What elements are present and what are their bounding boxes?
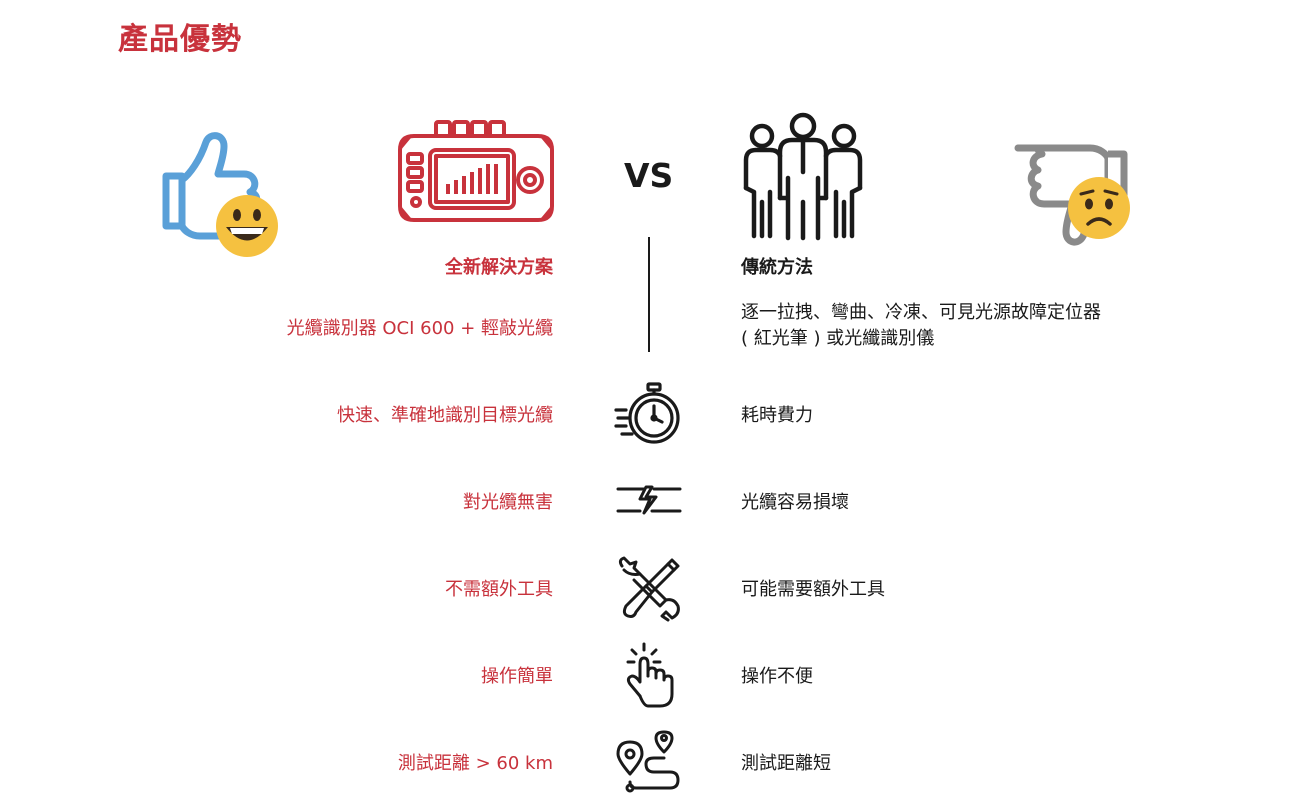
row-new-text-3: 不需額外工具 [445,579,553,600]
new-solution-heading: 全新解決方案 [445,257,553,278]
row-new-text-2: 對光纜無害 [463,492,553,513]
tap-icon [626,642,674,708]
row-new-text-5: 測試距離 > 60 km [397,753,553,774]
row-old-text-3: 可能需要額外工具 [741,579,885,600]
cable-break-icon [616,485,682,515]
new-solution-product: 光纜識別器 OCI 600 + 輕敲光纜 [286,318,553,339]
device-icon [398,120,554,222]
row-old-text-1: 耗時費力 [741,405,813,426]
vs-label: VS [624,156,674,195]
traditional-method: 逐一拉拽、彎曲、冷凍、可見光源故障定位器 ( 紅光筆 ) 或光纖識別儀 [741,300,1101,352]
center-divider [648,237,650,352]
traditional-method-line1: 逐一拉拽、彎曲、冷凍、可見光源故障定位器 [741,302,1101,323]
stopwatch-icon [614,382,680,444]
row-old-text-2: 光纜容易損壞 [741,492,849,513]
traditional-method-line2: ( 紅光筆 ) 或光纖識別儀 [741,328,935,349]
page-title: 產品優勢 [118,22,242,57]
thumbs-up-icon [162,132,278,257]
row-old-text-4: 操作不便 [741,666,813,687]
tools-icon [618,556,680,622]
traditional-heading: 傳統方法 [741,257,813,278]
row-old-text-5: 測試距離短 [741,753,831,774]
people-icon [743,112,863,241]
row-new-text-4: 操作簡單 [481,666,553,687]
route-icon [616,730,680,793]
thumbs-down-icon [1014,144,1130,246]
row-new-text-1: 快速、準確地識別目標光纜 [337,405,553,426]
